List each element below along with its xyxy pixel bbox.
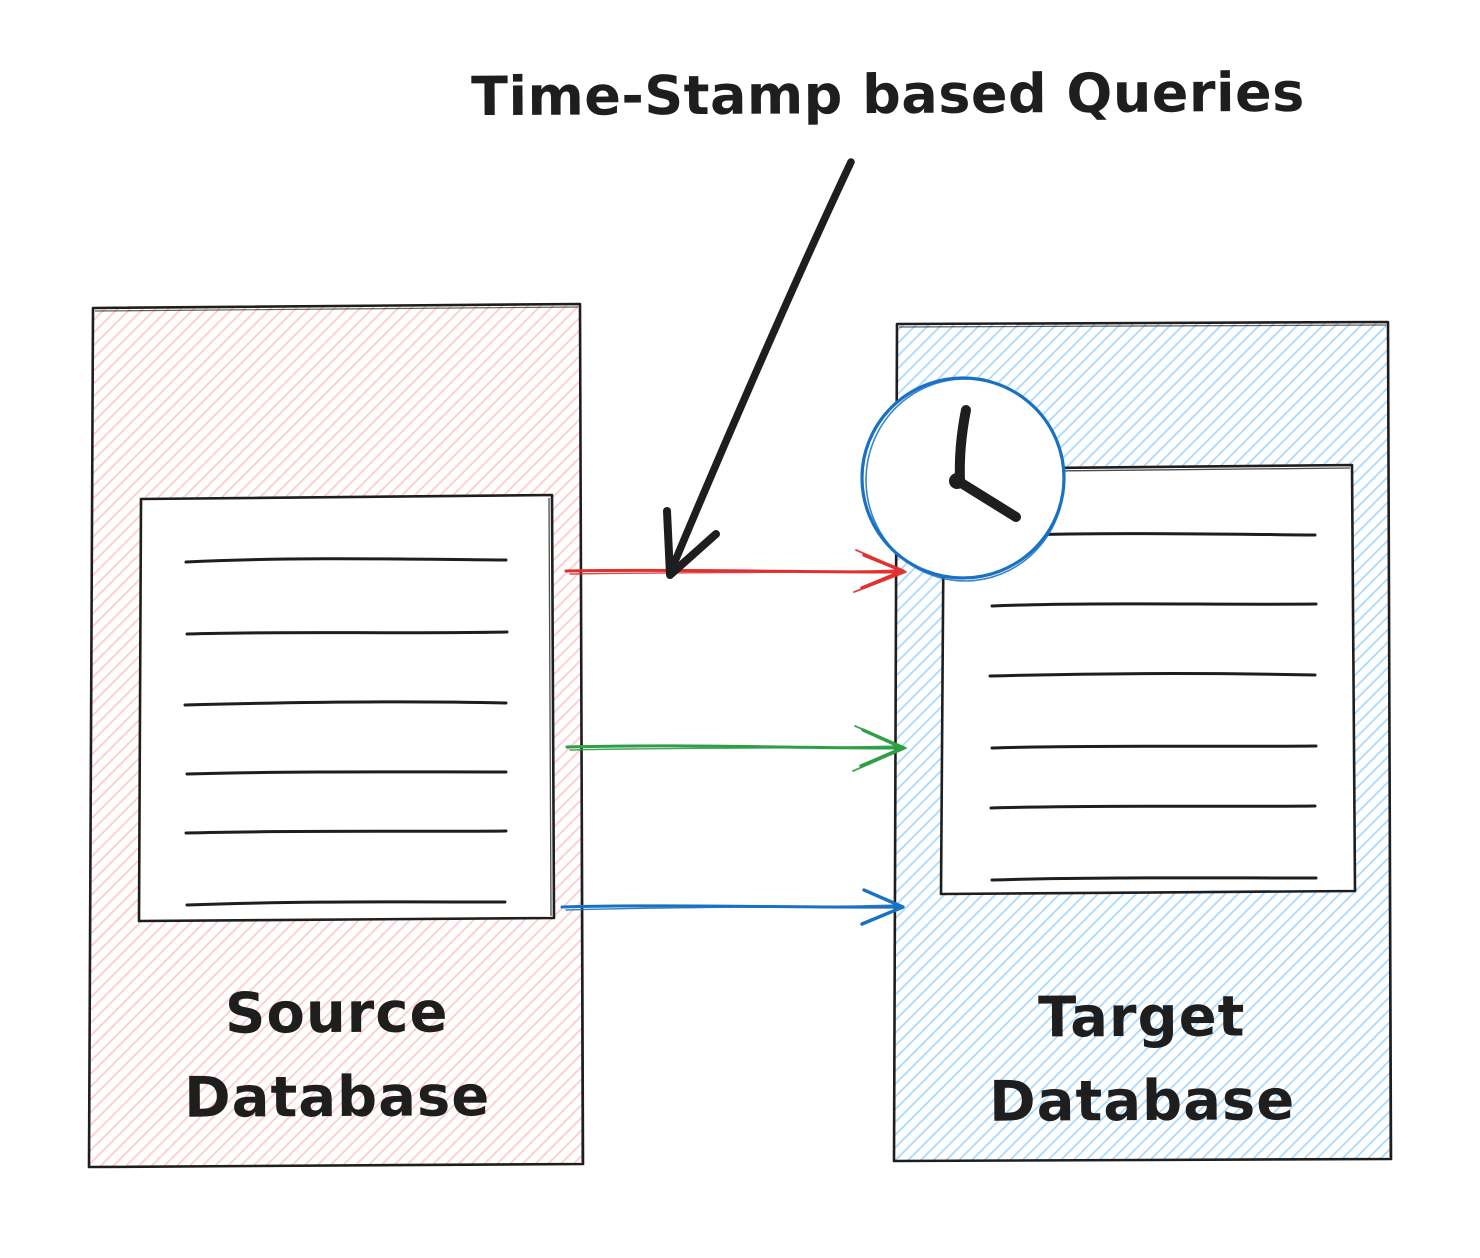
sketch-overdraw xyxy=(548,497,552,917)
table-row-line xyxy=(989,804,1317,810)
green-sync-arrow xyxy=(565,725,907,772)
title-annotation-arrow xyxy=(663,158,855,579)
clock-hub xyxy=(949,473,965,489)
target-database-label-line1: Target xyxy=(1037,984,1246,1051)
diagram-title: Time-Stamp based Queries xyxy=(470,60,1306,129)
table-row-line xyxy=(990,876,1318,882)
target-database-label-line2: Database xyxy=(989,1068,1296,1135)
table-row-line xyxy=(184,557,508,564)
source-database-label: Source Database xyxy=(92,971,583,1142)
table-row-line xyxy=(183,700,508,707)
sketch-overdraw xyxy=(865,378,1065,582)
table-row-line xyxy=(184,829,508,835)
red-sync-arrow xyxy=(564,549,907,593)
source-database-label-line1: Source xyxy=(224,980,449,1047)
table-row-line xyxy=(185,900,507,907)
table-row-line xyxy=(185,770,508,776)
table-row-line xyxy=(990,744,1318,750)
blue-sync-arrow xyxy=(560,888,905,926)
table-row-line xyxy=(988,672,1317,678)
target-database-label: Target Database xyxy=(895,975,1390,1146)
clock-icon xyxy=(860,376,1066,582)
table-row-line xyxy=(990,602,1318,608)
source-table xyxy=(137,493,556,923)
source-database-label-line2: Database xyxy=(184,1064,491,1131)
table-row-line xyxy=(185,630,509,636)
sketch-overdraw xyxy=(898,323,1391,1158)
clock-hour-hand xyxy=(953,476,1021,522)
sketch-overdraw xyxy=(94,305,583,1163)
